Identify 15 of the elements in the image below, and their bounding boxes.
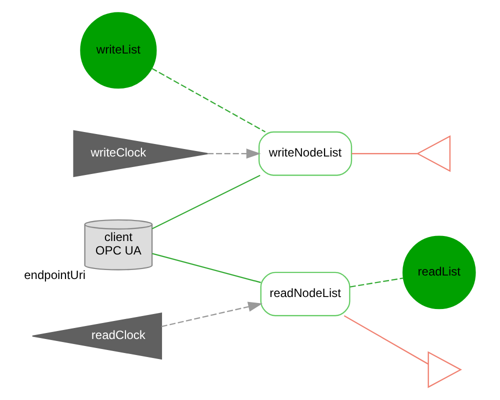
connector [152,252,261,284]
node-triangle [428,351,462,388]
node-box: readNodeList [260,272,350,316]
arrow [161,302,263,328]
node-triangle [416,135,451,172]
connector [350,278,404,288]
connector [352,153,418,154]
connector [152,174,260,230]
node-circle: readList [402,236,476,310]
connector [344,315,429,365]
arrow [208,148,261,159]
node-box: writeNodeList [258,131,352,176]
connector [151,68,266,132]
node-circle: writeList [80,12,157,89]
node-label: endpointUri [24,268,86,282]
